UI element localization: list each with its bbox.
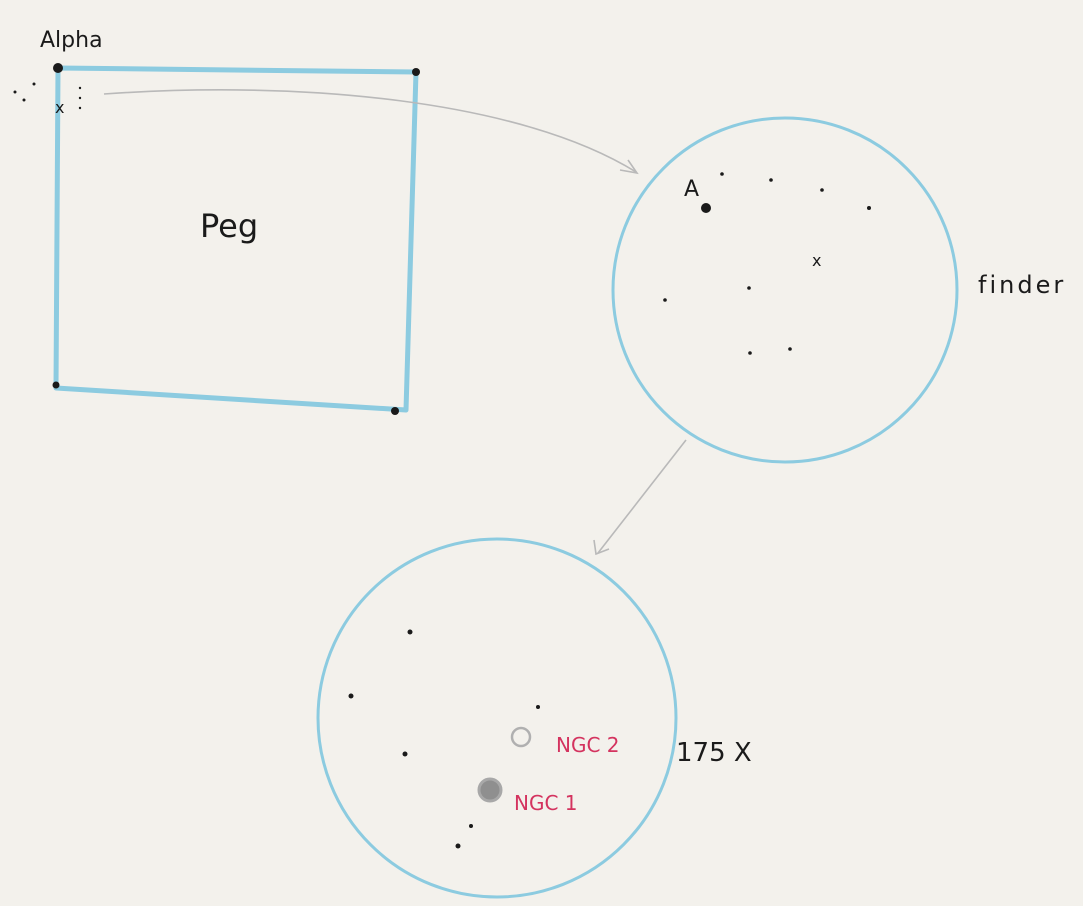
pegasus-square: x Alpha Peg xyxy=(13,28,420,415)
eyepiece-field: NGC 2 NGC 1 175 X xyxy=(316,537,752,899)
finder-label: finder xyxy=(978,271,1066,299)
field-star xyxy=(78,96,82,100)
eyepiece-field-star xyxy=(402,751,408,757)
square-star-se xyxy=(391,407,399,415)
alpha-label: Alpha xyxy=(40,28,103,53)
finder-field-star xyxy=(867,206,871,210)
eyepiece-circle xyxy=(316,537,678,899)
field-star xyxy=(22,98,26,102)
field-star xyxy=(13,90,17,94)
ngc2-label: NGC 2 xyxy=(556,733,620,757)
arrow-to-eyepiece xyxy=(597,439,687,554)
eyepiece-field-star xyxy=(348,693,354,699)
arrow-to-eyepiece-head xyxy=(593,539,610,556)
finder-star-label: A xyxy=(684,177,699,202)
target-mark: x xyxy=(55,98,64,117)
magnification-label: 175 X xyxy=(676,738,752,768)
ngc1-galaxy xyxy=(477,777,503,803)
eyepiece-field-star xyxy=(469,824,473,828)
finder-circle xyxy=(611,116,959,464)
alpha-star xyxy=(53,63,63,73)
field-star xyxy=(32,82,36,86)
eyepiece-field-star xyxy=(455,843,461,849)
finder-field-star xyxy=(788,347,792,351)
square-outline xyxy=(53,65,419,413)
finder-field-star xyxy=(720,172,724,176)
square-star-sw xyxy=(52,381,60,389)
ngc2-galaxy xyxy=(510,726,532,748)
finder-alpha-star xyxy=(701,203,711,213)
finder-field-star xyxy=(748,351,752,355)
finder-field-star xyxy=(769,178,773,182)
field-star xyxy=(78,86,82,90)
eyepiece-field-star xyxy=(407,629,413,635)
square-label: Peg xyxy=(200,207,258,245)
square-star-ne xyxy=(412,68,420,76)
field-star xyxy=(78,106,82,110)
finder-field: A x finder xyxy=(611,116,1066,464)
eyepiece-field-star xyxy=(536,705,540,709)
finder-field-star xyxy=(663,298,667,302)
finder-target-mark: x xyxy=(812,251,821,270)
finder-field-star xyxy=(747,286,751,290)
arrow-to-finder-head xyxy=(619,159,639,175)
ngc1-label: NGC 1 xyxy=(514,791,578,815)
arrow-to-finder xyxy=(103,89,637,173)
finder-field-star xyxy=(820,188,824,192)
